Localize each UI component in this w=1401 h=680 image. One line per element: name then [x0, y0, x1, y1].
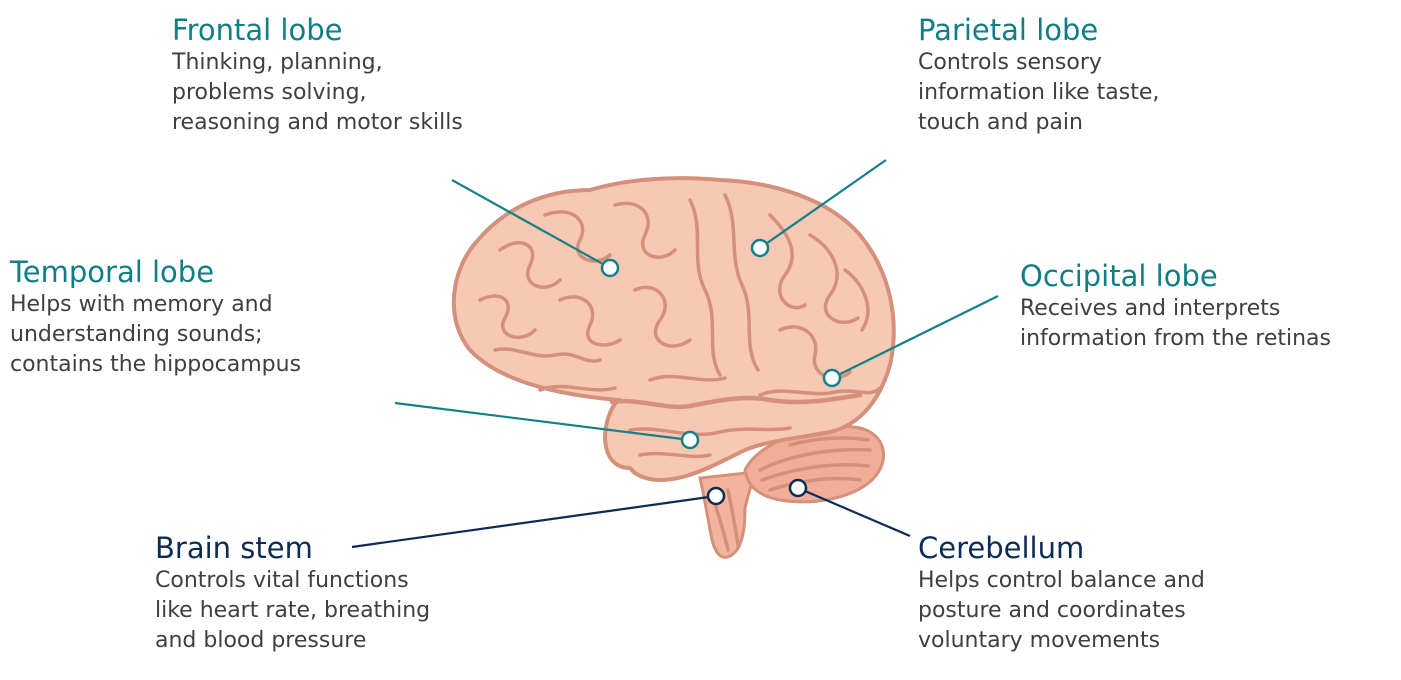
temporal-lobe-desc-line-2: understanding sounds; [10, 320, 301, 350]
parietal-lobe-desc-line-1: Controls sensory [918, 48, 1159, 78]
temporal-lobe-title: Temporal lobe [10, 254, 301, 290]
temporal-lobe-desc-line-3: contains the hippocampus [10, 350, 301, 380]
occipital-lobe-title: Occipital lobe [1020, 258, 1331, 294]
occipital-lobe-desc-line-2: information from the retinas [1020, 324, 1331, 354]
parietal-lobe-label: Parietal lobe Controls sensory informati… [918, 12, 1159, 138]
parietal-marker[interactable] [752, 240, 768, 256]
temporal-lobe-label: Temporal lobe Helps with memory and unde… [10, 254, 301, 380]
brain-stem-desc-line-2: like heart rate, breathing [155, 596, 430, 626]
cerebellum-title: Cerebellum [918, 530, 1205, 566]
cerebellum-marker[interactable] [790, 480, 806, 496]
parietal-lobe-desc-line-2: information like taste, [918, 78, 1159, 108]
brain-stem-desc-line-3: and blood pressure [155, 626, 430, 656]
frontal-lobe-label: Frontal lobe Thinking, planning, problem… [172, 12, 463, 138]
brain-stem-title: Brain stem [155, 530, 430, 566]
frontal-lobe-desc-line-3: reasoning and motor skills [172, 108, 463, 138]
parietal-lobe-title: Parietal lobe [918, 12, 1159, 48]
cerebellum-leader-line [798, 488, 910, 536]
occipital-marker[interactable] [824, 370, 840, 386]
brain-stem-label: Brain stem Controls vital functions like… [155, 530, 430, 656]
frontal-lobe-title: Frontal lobe [172, 12, 463, 48]
parietal-lobe-desc-line-3: touch and pain [918, 108, 1159, 138]
brain-stem-marker[interactable] [708, 488, 724, 504]
brain-stem-desc-line-1: Controls vital functions [155, 566, 430, 596]
occipital-lobe-label: Occipital lobe Receives and interprets i… [1020, 258, 1331, 354]
cerebellum-desc-line-3: voluntary movements [918, 626, 1205, 656]
cerebellum-label: Cerebellum Helps control balance and pos… [918, 530, 1205, 656]
occipital-lobe-desc-line-1: Receives and interprets [1020, 294, 1331, 324]
cerebellum-desc-line-2: posture and coordinates [918, 596, 1205, 626]
cerebellum-desc-line-1: Helps control balance and [918, 566, 1205, 596]
temporal-lobe-desc-line-1: Helps with memory and [10, 290, 301, 320]
frontal-lobe-desc-line-1: Thinking, planning, [172, 48, 463, 78]
temporal-marker[interactable] [682, 432, 698, 448]
frontal-marker[interactable] [602, 260, 618, 276]
frontal-lobe-desc-line-2: problems solving, [172, 78, 463, 108]
